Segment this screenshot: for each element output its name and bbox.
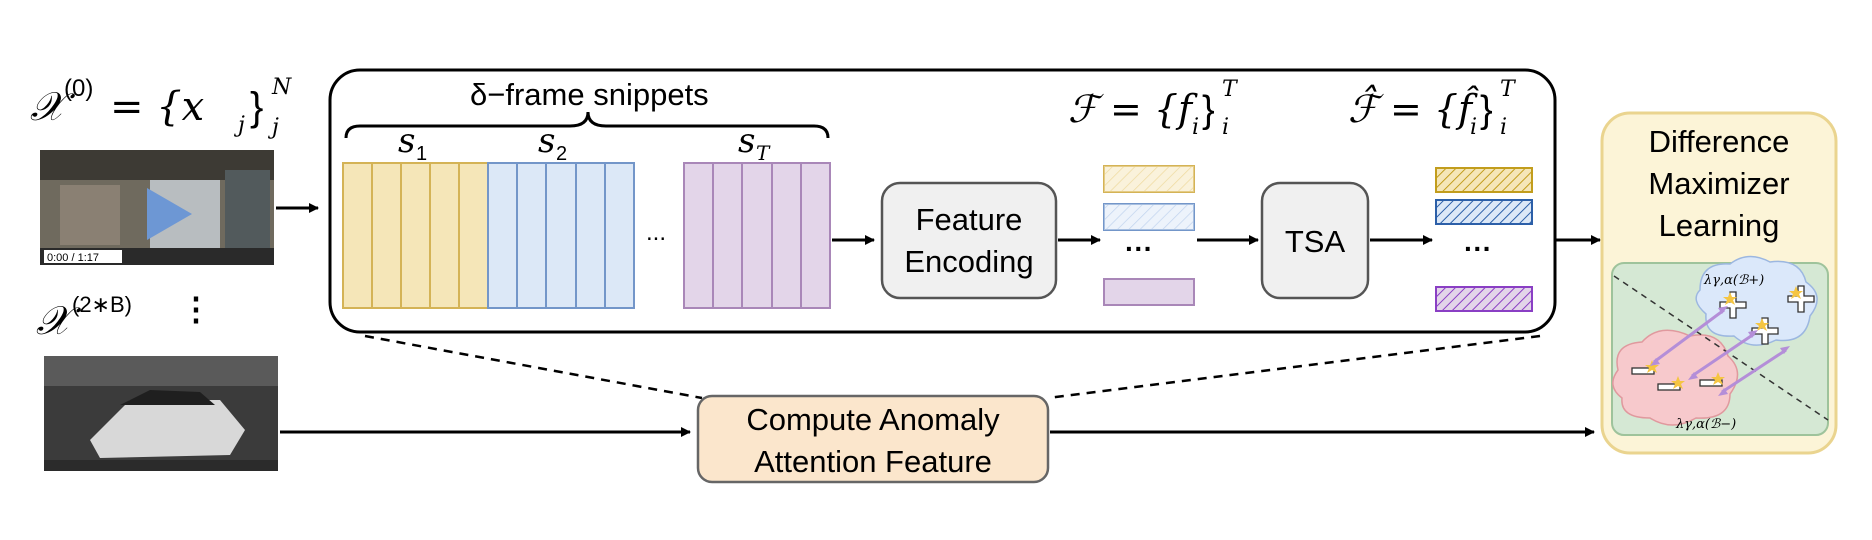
enhanced-dots: ···: [1464, 233, 1492, 264]
decision-boundary: [1613, 275, 1829, 421]
sT-sub: T: [756, 141, 771, 165]
F-close: }: [1202, 89, 1215, 131]
x2b-superscript: (2∗B): [72, 292, 132, 317]
video-time: 0:00 / 1:17: [47, 252, 99, 264]
feature-bar-purple: [1103, 278, 1195, 306]
s2-sub: 2: [556, 143, 567, 165]
anomaly-attention-box[interactable]: Compute Anomaly Attention Feature: [696, 394, 1050, 484]
dml-title-line2: Maximizer: [1648, 166, 1789, 201]
star-icon: [1645, 286, 1803, 389]
enhanced-features-formula: ℱ̂ = {f̂ i } T i: [1348, 77, 1517, 140]
feature-encoding-box[interactable]: Feature Encoding: [880, 181, 1058, 300]
x0-equals: = {x: [110, 84, 204, 130]
dashed-left: [364, 334, 703, 400]
negative-bag-label: λγ,α(ℬ−): [1675, 417, 1736, 432]
dashed-right: [1047, 334, 1541, 400]
tsa-label: TSA: [1285, 224, 1346, 259]
minus-icon: [1631, 367, 1723, 391]
snippet-s2-frames: [487, 162, 635, 309]
F-sup: T: [1222, 77, 1239, 102]
tsa-box[interactable]: TSA: [1260, 181, 1370, 300]
anomaly-line2: Attention Feature: [754, 444, 992, 479]
Fhat-close: }: [1480, 89, 1493, 131]
dml-title-line1: Difference: [1649, 124, 1790, 159]
pipeline-container: [328, 68, 1557, 334]
dml-title-line3: Learning: [1659, 208, 1780, 243]
feature-encoding-line1: Feature: [916, 202, 1023, 237]
positive-cloud: [1695, 255, 1818, 346]
video-thumbnail-normal[interactable]: 0:00 / 1:17: [40, 150, 274, 265]
enhanced-feature-vectors: ···: [1435, 167, 1533, 312]
s1-label: s: [398, 121, 415, 161]
F-sub2: i: [1222, 115, 1229, 140]
F-sub: i: [1192, 115, 1199, 140]
feature-dots: ···: [1125, 233, 1153, 264]
x0-close-brace: }: [250, 85, 263, 129]
video-thumbnail-anomaly[interactable]: [44, 356, 278, 471]
x0-formula: 𝒳 (0) = {x j } N j: [30, 75, 292, 140]
x2b-vertical-dots: ⋮: [180, 291, 212, 327]
snippets-label: δ−frame snippets: [470, 77, 709, 112]
features-formula: ℱ = {f i } T i: [1068, 77, 1239, 140]
sT-label: s: [738, 121, 755, 161]
snippet-s1-frames: [342, 162, 489, 309]
x2b-formula: 𝒳 (2∗B) ⋮: [36, 291, 212, 344]
snippet-labels: s 1 s 2 s T: [398, 121, 771, 165]
snippets-brace: [344, 111, 830, 139]
push-arrows: [1650, 306, 1790, 396]
Fhat-sub2: i: [1500, 115, 1507, 140]
Fhat-sup: T: [1500, 77, 1517, 102]
snippets-ellipsis: ...: [646, 219, 666, 246]
negative-cloud: [1612, 329, 1739, 426]
s1-sub: 1: [416, 143, 427, 165]
s2-label: s: [538, 121, 555, 161]
x0-subscript: j: [233, 113, 245, 138]
anomaly-line1: Compute Anomaly: [746, 402, 1000, 437]
F-label: ℱ = {f: [1068, 87, 1198, 131]
x0-sup-n: N: [271, 75, 292, 100]
Fhat-label: ℱ̂ = {f̂: [1348, 84, 1479, 131]
video-time-box: [44, 250, 122, 263]
positive-bag-label: λγ,α(ℬ+): [1703, 273, 1764, 288]
Fhat-sub: i: [1470, 115, 1477, 140]
x0-superscript: (0): [64, 75, 93, 102]
x0-sub-j: j: [267, 115, 279, 140]
dml-panel: Difference Maximizer Learning λγ,α(ℬ+) λ…: [1600, 111, 1838, 455]
play-icon[interactable]: [147, 188, 192, 240]
feature-vectors: ···: [1103, 165, 1195, 306]
snippet-sT-frames: [683, 162, 831, 309]
feature-encoding-line2: Encoding: [904, 244, 1033, 279]
